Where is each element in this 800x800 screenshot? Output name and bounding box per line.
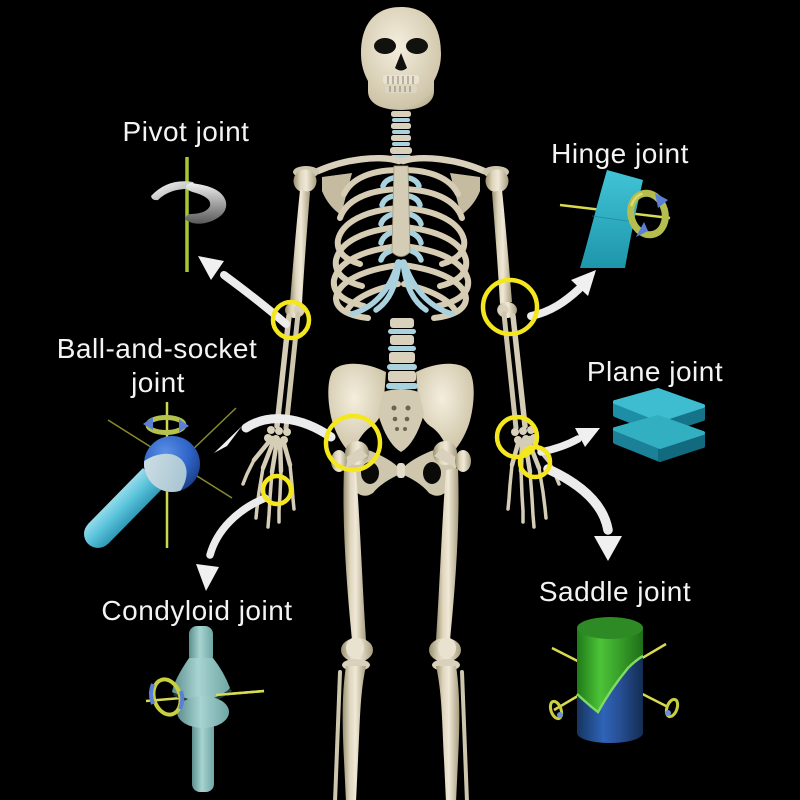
patella-left [346,637,364,659]
arrow-to-saddle-icon [543,464,622,561]
label-ball-and-socket-line2: joint [130,367,185,398]
plane-slab-bottom [613,415,705,462]
label-ball-and-socket-line1: Ball-and-socket [57,333,257,364]
marker-knuckle-circle [260,473,294,507]
ball-and-socket-joint-icon [84,402,237,548]
eye-socket-left [374,38,396,54]
arrow-to-hinge-icon [527,270,596,320]
right-leg [429,441,471,800]
hinge-joint-icon [559,170,671,268]
saddle-joint-icon [548,617,680,743]
obturator-foramen-right [423,462,441,484]
arrow-to-ball-and-socket-icon [214,414,336,453]
rib-cage [330,165,472,321]
cervical-spine [390,111,412,159]
sacrum [378,389,424,452]
label-plane-joint: Plane joint [587,356,723,387]
arrows [196,256,622,591]
marker-left-elbow-circle [270,299,312,341]
skeleton [241,7,561,800]
label-hinge-joint: Hinge joint [551,138,689,169]
marker-hip-circle [323,413,383,473]
eye-socket-right [406,38,428,54]
label-condyloid-joint: Condyloid joint [101,595,292,626]
arrow-to-plane-icon [537,428,600,456]
skull [361,7,441,110]
labels: Pivot joint Hinge joint Ball-and-socket … [57,116,723,626]
sternum [391,165,411,257]
costal-cartilage [349,175,455,317]
marker-right-elbow-circle [480,277,540,337]
arrow-to-condyloid-icon [196,494,269,591]
marker-thumb-base-circle [517,444,553,480]
joint-markers [260,277,553,507]
condyloid-joint-icon [145,626,265,792]
patella-right [438,637,456,659]
lumbar-spine [386,318,418,389]
nasal-cavity [395,53,407,71]
plane-joint-icon [613,388,705,462]
label-saddle-joint: Saddle joint [539,576,691,607]
pivot-joint-icon [151,157,227,272]
arrow-to-pivot-icon [198,256,290,328]
marker-wrist-circle [494,414,540,460]
label-pivot-joint: Pivot joint [123,116,250,147]
